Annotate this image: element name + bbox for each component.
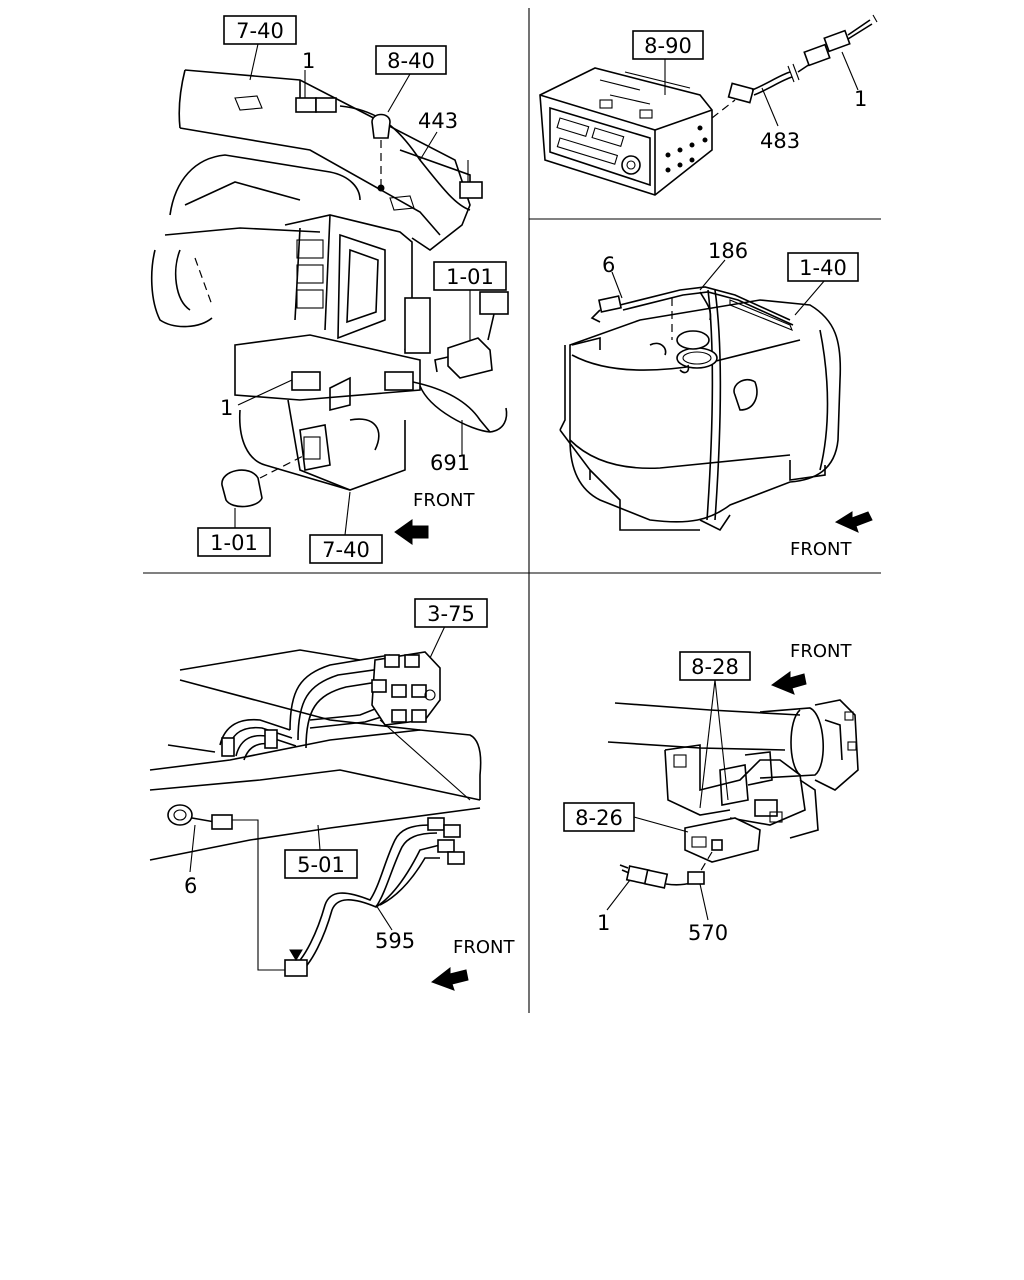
svg-text:1-01: 1-01	[446, 265, 494, 289]
tank-drawing	[559, 286, 842, 532]
front-label-module: FRONT	[790, 641, 852, 662]
dashboard-drawing	[150, 69, 509, 508]
panel-radio: 8-90 1 483	[539, 14, 878, 196]
ref-box-8-40: 8-40	[375, 45, 447, 75]
panel-dividers	[143, 8, 881, 1013]
part-number-1-console: 1	[220, 396, 233, 420]
module-leaders	[606, 679, 729, 921]
radio-leaders	[664, 51, 859, 127]
ref-box-8-28: 8-28	[679, 651, 751, 681]
panel-tank: 1-40 6 186 FRONT	[559, 239, 873, 560]
ref-box-5-01: 5-01	[284, 849, 358, 879]
front-arrow-dashboard-icon	[394, 519, 429, 545]
panel-module: 8-28 8-26 1 570 FRONT	[563, 641, 859, 945]
svg-text:1-40: 1-40	[799, 256, 847, 280]
front-arrow-module-icon	[770, 671, 807, 695]
svg-text:7-40: 7-40	[236, 19, 284, 43]
dashboard-leaders	[234, 43, 471, 536]
ref-box-1-01-switch: 1-01	[433, 261, 507, 291]
svg-text:8-90: 8-90	[644, 34, 692, 58]
radio-drawing	[539, 14, 878, 196]
svg-text:7-40: 7-40	[322, 538, 370, 562]
ref-box-1-01-knob: 1-01	[197, 527, 271, 557]
front-label-dashboard: FRONT	[413, 490, 475, 511]
ref-box-8-90: 8-90	[632, 30, 704, 60]
frame-leaders	[189, 625, 446, 931]
front-arrow-tank-icon	[834, 511, 873, 533]
part-number-1-module: 1	[597, 911, 610, 935]
svg-text:1-01: 1-01	[210, 531, 258, 555]
frame-drawing	[149, 649, 482, 977]
front-arrow-frame-icon	[430, 966, 469, 991]
ref-box-7-40-bottom: 7-40	[309, 534, 383, 564]
part-number-483: 483	[760, 129, 800, 153]
ref-box-8-26: 8-26	[563, 802, 635, 832]
part-number-1-radio: 1	[854, 87, 867, 111]
tank-leaders	[611, 259, 826, 316]
part-number-6-frame: 6	[184, 874, 197, 898]
svg-text:8-40: 8-40	[387, 49, 435, 73]
front-label-tank: FRONT	[790, 539, 852, 560]
part-number-595: 595	[375, 929, 415, 953]
svg-text:5-01: 5-01	[297, 853, 345, 877]
module-drawing	[607, 699, 859, 889]
part-number-443: 443	[418, 109, 458, 133]
ref-box-7-40-top: 7-40	[223, 15, 297, 45]
ref-box-3-75: 3-75	[414, 598, 488, 628]
svg-text:8-28: 8-28	[691, 655, 739, 679]
panel-frame: 3-75 5-01 6 595 FRONT	[149, 598, 515, 991]
panel-dashboard: 7-40 8-40 1-01 1-01 7-40 1 443 1 691 FRO…	[150, 15, 509, 564]
part-number-691: 691	[430, 451, 470, 475]
part-number-186: 186	[708, 239, 748, 263]
svg-text:3-75: 3-75	[427, 602, 475, 626]
part-number-1-top: 1	[302, 49, 315, 73]
part-number-570: 570	[688, 921, 728, 945]
part-number-6-tank: 6	[602, 253, 615, 277]
ref-box-1-40: 1-40	[787, 252, 859, 282]
front-label-frame: FRONT	[453, 937, 515, 958]
svg-text:8-26: 8-26	[575, 806, 623, 830]
